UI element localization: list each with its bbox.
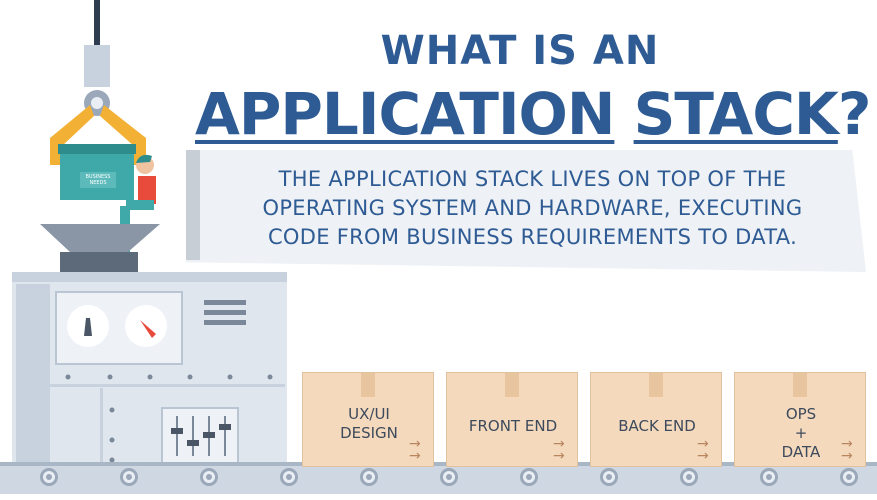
- box-ops-data: OPS + DATA → →: [734, 372, 866, 467]
- box-label-line-1: OPS: [785, 405, 817, 423]
- slider-track: [176, 416, 178, 456]
- worker-legs: [126, 200, 154, 210]
- box-tape: [361, 373, 375, 397]
- box-front-end: FRONT END → →: [446, 372, 578, 467]
- conveyor-roller: [360, 468, 378, 486]
- arrow-right-icon: →: [697, 448, 709, 464]
- slider-knob: [171, 428, 183, 434]
- crate-lid: [58, 144, 136, 154]
- slider-knob: [187, 440, 199, 446]
- slider-panel: [161, 407, 239, 465]
- conveyor-roller: [40, 468, 58, 486]
- arrow-right-icon: →: [553, 436, 565, 452]
- conveyor-roller: [440, 468, 458, 486]
- conveyor-roller: [600, 468, 618, 486]
- box-back-end: BACK END → →: [590, 372, 722, 467]
- rivet: [187, 374, 193, 380]
- slider-knob: [203, 432, 215, 438]
- box-tape: [793, 373, 807, 397]
- title-word-stack: STACK: [633, 80, 839, 148]
- conveyor-belt: [0, 462, 877, 494]
- rivet: [109, 457, 115, 463]
- subtitle-line-3: CODE FROM BUSINESS REQUIREMENTS TO DATA.: [267, 225, 798, 249]
- claw-cable: [94, 0, 100, 48]
- machine-door: [100, 388, 103, 464]
- conveyor-roller: [200, 468, 218, 486]
- box-label: UX/UI DESIGN: [303, 405, 435, 443]
- title-line-1: WHAT IS AN: [380, 28, 660, 74]
- crate-label-plate: [80, 172, 116, 188]
- hopper-neck: [60, 252, 138, 272]
- conveyor-roller: [680, 468, 698, 486]
- claw-joint-inner: [91, 97, 103, 109]
- claw-head: [84, 45, 110, 87]
- gauge-right-needle: [140, 320, 156, 338]
- rivet: [147, 374, 153, 380]
- hopper: [40, 224, 160, 252]
- subtitle-line-1: THE APPLICATION STACK LIVES ON TOP OF TH…: [278, 167, 787, 191]
- machine-divider: [50, 384, 285, 387]
- worker-hair: [136, 154, 152, 163]
- machine-illustration: [12, 0, 287, 467]
- worker-shirt: [138, 176, 156, 204]
- arrow-right-icon: →: [841, 436, 853, 452]
- slider-track: [192, 416, 194, 456]
- vent-line-1: [204, 300, 246, 305]
- title-word-application: APPLICATION: [195, 80, 615, 148]
- box-label: FRONT END: [468, 417, 558, 435]
- conveyor-roller: [120, 468, 138, 486]
- rivet: [267, 374, 273, 380]
- subtitle-line-2: OPERATING SYSTEM AND HARDWARE, EXECUTING: [262, 196, 803, 220]
- banner-edge: [186, 150, 200, 260]
- vent-line-2: [204, 310, 246, 315]
- conveyor-roller: [280, 468, 298, 486]
- box-tape: [649, 373, 663, 397]
- vent-line-3: [204, 320, 246, 325]
- arrow-right-icon: →: [697, 436, 709, 452]
- conveyor-roller: [760, 468, 778, 486]
- arrow-right-icon: →: [841, 448, 853, 464]
- box-label-line-2: +: [794, 424, 808, 442]
- machine-left-side: [16, 284, 50, 464]
- rivet: [109, 407, 115, 413]
- box-ux-ui-design: UX/UI DESIGN → →: [302, 372, 434, 467]
- title-question-mark: ?: [837, 80, 872, 148]
- arrow-right-icon: →: [409, 436, 421, 452]
- rivet: [107, 374, 113, 380]
- conveyor-roller: [520, 468, 538, 486]
- box-label-line-1: UX/UI: [348, 405, 390, 423]
- box-label-line-2: DESIGN: [340, 424, 398, 442]
- slider-track: [224, 416, 226, 456]
- slider-knob: [219, 424, 231, 430]
- conveyor-roller: [840, 468, 858, 486]
- rivet: [227, 374, 233, 380]
- box-label: BACK END: [618, 417, 696, 435]
- arrow-right-icon: →: [409, 448, 421, 464]
- title-line-2: APPLICATION STACK?: [195, 80, 875, 148]
- arrow-right-icon: →: [553, 448, 565, 464]
- box-label: OPS + DATA: [735, 405, 867, 462]
- business-needs-label: BUSINESS NEEDS: [85, 174, 111, 186]
- box-tape: [505, 373, 519, 397]
- machine-top-rim: [12, 272, 287, 282]
- box-label-line-3: DATA: [781, 443, 821, 461]
- rivet: [65, 374, 71, 380]
- gauge-left-needle: [84, 318, 92, 336]
- rivet: [109, 437, 115, 443]
- subtitle-text: THE APPLICATION STACK LIVES ON TOP OF TH…: [205, 165, 860, 252]
- subtitle-banner: [186, 150, 866, 272]
